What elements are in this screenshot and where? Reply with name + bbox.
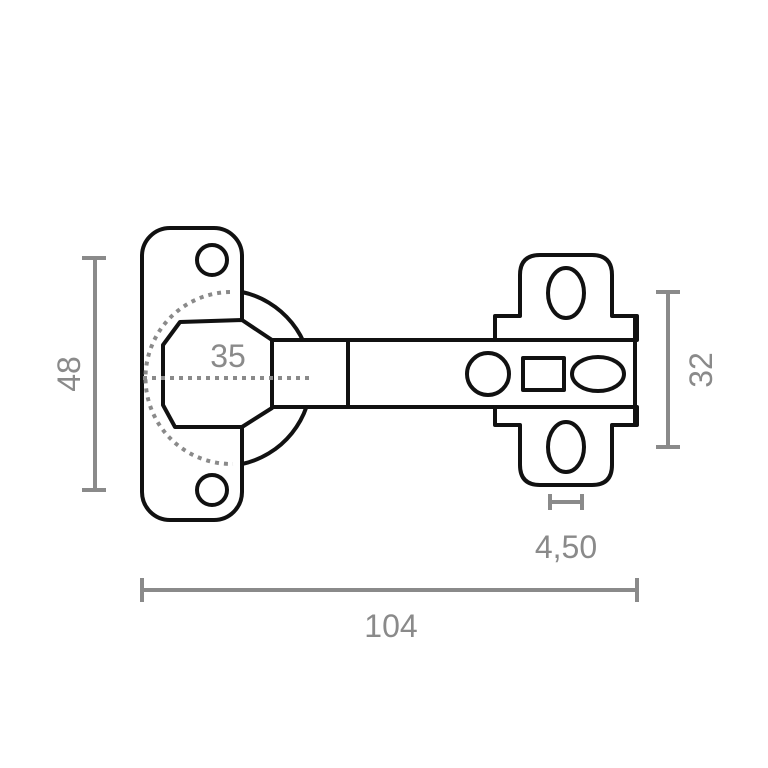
cup-circle-dotted bbox=[143, 290, 234, 467]
adjust-screw bbox=[465, 351, 511, 397]
dim-line-32 bbox=[656, 290, 680, 449]
right-plate bbox=[493, 253, 639, 487]
dim-4-50: 4,50 bbox=[535, 529, 597, 565]
dim-35: 35 bbox=[210, 338, 246, 374]
dim-32: 32 bbox=[683, 352, 719, 388]
square-hole bbox=[521, 356, 566, 392]
dim-104: 104 bbox=[364, 608, 417, 644]
hinge-cup bbox=[161, 318, 274, 429]
slot-bottom bbox=[546, 420, 586, 474]
slot-horizontal bbox=[570, 355, 626, 393]
slot-top bbox=[546, 266, 586, 320]
dim-line-48 bbox=[82, 256, 106, 492]
dim-48: 48 bbox=[51, 356, 87, 392]
screw-hole-bottom bbox=[195, 473, 229, 507]
dim-line-4-50 bbox=[548, 494, 584, 510]
screw-hole-top bbox=[195, 243, 229, 277]
dim-line-104 bbox=[140, 578, 639, 602]
